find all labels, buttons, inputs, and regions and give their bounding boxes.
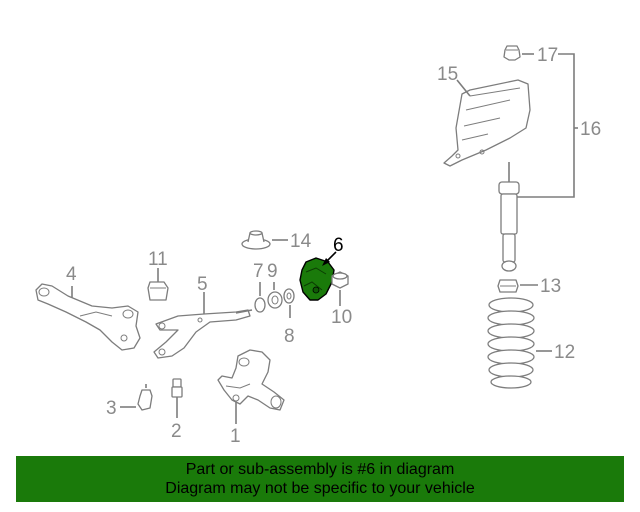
- part-6-highlighted-bracket[interactable]: [299, 257, 335, 301]
- banner-line-1: Part or sub-assembly is #6 in diagram: [185, 461, 455, 478]
- label-3: 3: [106, 398, 117, 419]
- part-8-washer[interactable]: [283, 288, 295, 304]
- label-8: 8: [284, 326, 295, 347]
- part-2-stud[interactable]: [171, 378, 183, 408]
- part-12-coil-spring[interactable]: [487, 297, 535, 389]
- label-15: 15: [437, 64, 458, 85]
- shock-absorber[interactable]: [498, 162, 520, 272]
- suspension-parts-diagram: 17 16 15 13 12: [35, 45, 601, 447]
- part-14-bump-stop[interactable]: [241, 230, 271, 250]
- part-1-steering-knuckle[interactable]: [217, 349, 285, 411]
- part-17-bump-stop[interactable]: [503, 45, 521, 61]
- label-4: 4: [66, 264, 77, 285]
- banner-line-2: Diagram may not be specific to your vehi…: [165, 480, 475, 497]
- part-11-bushing-block[interactable]: [147, 281, 169, 301]
- part-7-washer[interactable]: [254, 297, 266, 313]
- label-12: 12: [554, 342, 575, 363]
- label-2: 2: [171, 421, 182, 442]
- part-10-bushing[interactable]: [331, 271, 349, 289]
- part-15-shield[interactable]: [443, 79, 531, 167]
- label-17: 17: [537, 45, 558, 66]
- label-13: 13: [540, 276, 561, 297]
- label-10: 10: [331, 307, 352, 328]
- label-5: 5: [197, 274, 208, 295]
- info-banner: Part or sub-assembly is #6 in diagram Di…: [16, 456, 624, 502]
- part-13-insulator[interactable]: [497, 279, 519, 293]
- label-14: 14: [290, 231, 312, 252]
- label-11: 11: [148, 249, 168, 270]
- label-1: 1: [230, 426, 241, 447]
- label-16: 16: [580, 119, 601, 140]
- label-9: 9: [267, 261, 278, 282]
- label-6: 6: [333, 235, 344, 256]
- part-3-ball-joint[interactable]: [137, 384, 153, 411]
- part-5-control-arm[interactable]: [153, 309, 253, 359]
- part-4-lower-control-arm[interactable]: [35, 283, 141, 351]
- part-9-bushing[interactable]: [267, 291, 283, 309]
- label-7: 7: [253, 261, 264, 282]
